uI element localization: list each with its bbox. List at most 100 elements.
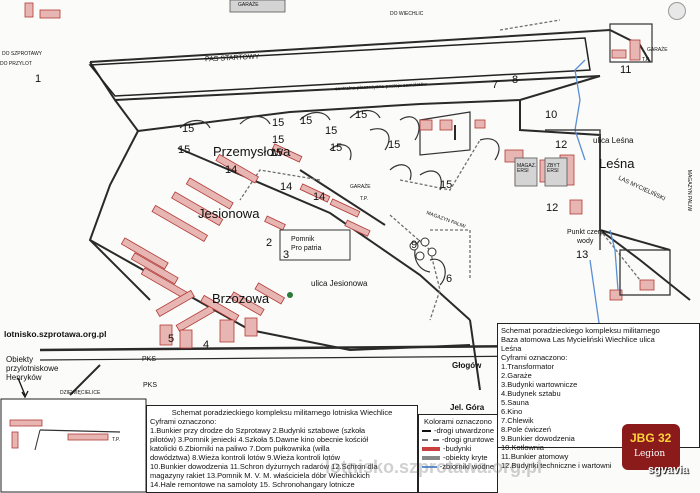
label-henrykow: Henryków [6, 373, 42, 382]
street-przemyslowa: Przemysłowa [213, 144, 291, 159]
legend-dirt: -drogi gruntowe [422, 435, 494, 444]
label-garaze-ne: GARAŻE [647, 47, 668, 53]
legend-building: -budynki [422, 444, 494, 453]
marker-12b: 12 [546, 202, 559, 214]
road-west [89, 61, 139, 132]
marker-15b: 15 [178, 144, 191, 156]
schema-las-line: Cyframi oznaczono: [501, 353, 568, 362]
schema-las-line: 2.Garaże [501, 371, 532, 380]
marker-1: 1 [35, 73, 42, 85]
marker-15h: 15 [330, 142, 343, 154]
pks-stop-2: PKS [143, 382, 158, 389]
marker-9: 9 [411, 239, 418, 251]
place-jel-gora: Jel. Góra [450, 403, 485, 412]
legend-title: Kolorami oznaczono [424, 417, 492, 426]
label-obiekty: Obiekty [6, 355, 34, 364]
schema-main-line: katolicki 6.Zbiorniki na paliwo 7.Dom pu… [150, 444, 330, 453]
legend-paved: -drogi utwardzone [422, 426, 494, 435]
pks-stop-1: PKS [142, 356, 157, 363]
schema-main-line: 10.Bunkier dowodzenia 11.Schron dyżurnyc… [150, 462, 378, 471]
schema-las-line: 1.Transformator [501, 362, 555, 371]
road-runway-south [114, 75, 601, 101]
logo-corner: sgvavia [648, 464, 689, 476]
street-jesionowa: Jesionowa [198, 206, 260, 221]
marker-14c: 14 [313, 191, 326, 203]
marker-15d: 15 [272, 134, 285, 146]
schema-main-line: pilotów) 3.Pomnik jeniecki 4.Szkoła 5.Da… [150, 435, 369, 444]
label-magaz-ersi: MAGAZ. ERSI [517, 163, 537, 174]
label-punkt-czerp: Punkt czerp. [567, 229, 606, 236]
schema-las-line: 9.Bunkier dowodzenia [501, 434, 575, 443]
place-dziewiecielice: DZIEWIĘCIELICE [60, 390, 101, 396]
label-magazyn-paliw-east: MAGAZYN PALIW [686, 169, 693, 212]
label-garaze-top: GARAŻE [238, 2, 259, 8]
label-pro-patria: Pro patria [291, 245, 322, 252]
marker-13: 13 [576, 249, 589, 261]
marker-15j: 15 [388, 139, 401, 151]
marker-4: 4 [203, 339, 210, 351]
schema-las-line: Schemat poradzieckiego kompleksu militar… [501, 326, 660, 335]
to-szprotawa-label: DO SZPROTAWY [2, 51, 42, 57]
logo-sub: Legion [634, 449, 666, 459]
jbg32-logo [622, 424, 680, 470]
place-glogow: Głogów [452, 361, 482, 370]
marker-15c: 15 [272, 117, 285, 129]
compass-icon [668, 2, 686, 20]
watermark: lotnisko.szprotawa.org.pl [325, 457, 543, 477]
schema-las-line: 12.Budynki techniczne i wartowni [501, 461, 612, 470]
logo-text: JBG 32 [630, 431, 672, 445]
marker-15a: 15 [182, 123, 195, 135]
schema-las-line: 10.Kotłownia [501, 443, 544, 452]
place-lesna: Leśna [599, 156, 635, 171]
marker-10: 10 [545, 109, 558, 121]
marker-15f: 15 [325, 125, 338, 137]
marker-2: 2 [266, 237, 273, 249]
legend-water-swatch [422, 465, 437, 468]
to-wiechlice-label: DO WIECHLIC [390, 11, 424, 17]
label-tp-3: T.P. [112, 437, 120, 443]
website-label: lotnisko.szprotawa.org.pl [4, 329, 107, 339]
schema-las-line: 11.Bunkier atomowy [501, 452, 569, 461]
legend-paved-swatch [422, 429, 431, 432]
road-village-west [88, 130, 151, 301]
schema-box-main: Schemat poradzieckiego kompleksu militar… [146, 405, 418, 493]
legend-water-label: -zbiorniki wodne [439, 462, 494, 471]
schema-main-line: dowództwa) 8.Wieża kontroli lotów 9.Wież… [150, 453, 341, 462]
schema-las-line: 7.Chlewik [501, 416, 534, 425]
label-zbyt-ersi: ZBYT ERSI [547, 163, 560, 174]
legend-dirt-swatch [422, 438, 439, 441]
marker-14b: 14 [280, 181, 293, 193]
schema-las-line: 3.Budynki wartownicze [501, 380, 578, 389]
schema-las-line: Baza atomowa Las Mycieliński Wiechlice u… [501, 335, 655, 344]
road-apron-south [137, 103, 421, 132]
road-north [89, 28, 651, 63]
schema-las-line: 4.Budynek sztabu [501, 389, 561, 398]
label-tp-1: T.P. [360, 196, 368, 202]
marker-14a: 14 [225, 164, 238, 176]
marker-5: 5 [168, 333, 175, 345]
legend-covered-swatch [422, 455, 440, 460]
schema-las-line: Leśna [501, 344, 522, 353]
runway-outline [88, 37, 591, 97]
marker-8: 8 [512, 74, 519, 86]
marker-7: 7 [492, 79, 499, 91]
street-brzozowa: Brzozowa [212, 291, 270, 306]
schema-main-line: 1.Bunkier przy drodze do Szprotawy 2.Bud… [150, 426, 366, 435]
schema-las-line: 5.Sauna [501, 398, 529, 407]
schema-main-line: 14.Hale remontowe na samoloty 15. Schron… [150, 480, 355, 489]
legend-paved-label: -drogi utwardzone [433, 426, 494, 435]
legend-water: -zbiorniki wodne [422, 462, 494, 471]
legend-building-label: -budynki [443, 444, 472, 453]
marker-3: 3 [283, 249, 290, 261]
legend-covered: -obiekty kryte [422, 453, 494, 462]
label-przylotniskowe: przylotniskowe [6, 364, 59, 373]
marker-15e: 15 [300, 115, 313, 127]
schema-las-line: 8.Pole ćwiczeń [501, 425, 552, 434]
marker-15g: 15 [355, 109, 368, 121]
legend-dirt-label: -drogi gruntowe [441, 435, 494, 444]
legend-covered-label: -obiekty kryte [443, 453, 488, 462]
street-ulica-jesionowa: ulica Jesionowa [311, 279, 368, 288]
label-garaze: GARAŻE [350, 184, 371, 190]
schema-las-line: 6.Kino [501, 407, 523, 416]
street-ulica-lesna: ulica Leśna [593, 136, 634, 145]
